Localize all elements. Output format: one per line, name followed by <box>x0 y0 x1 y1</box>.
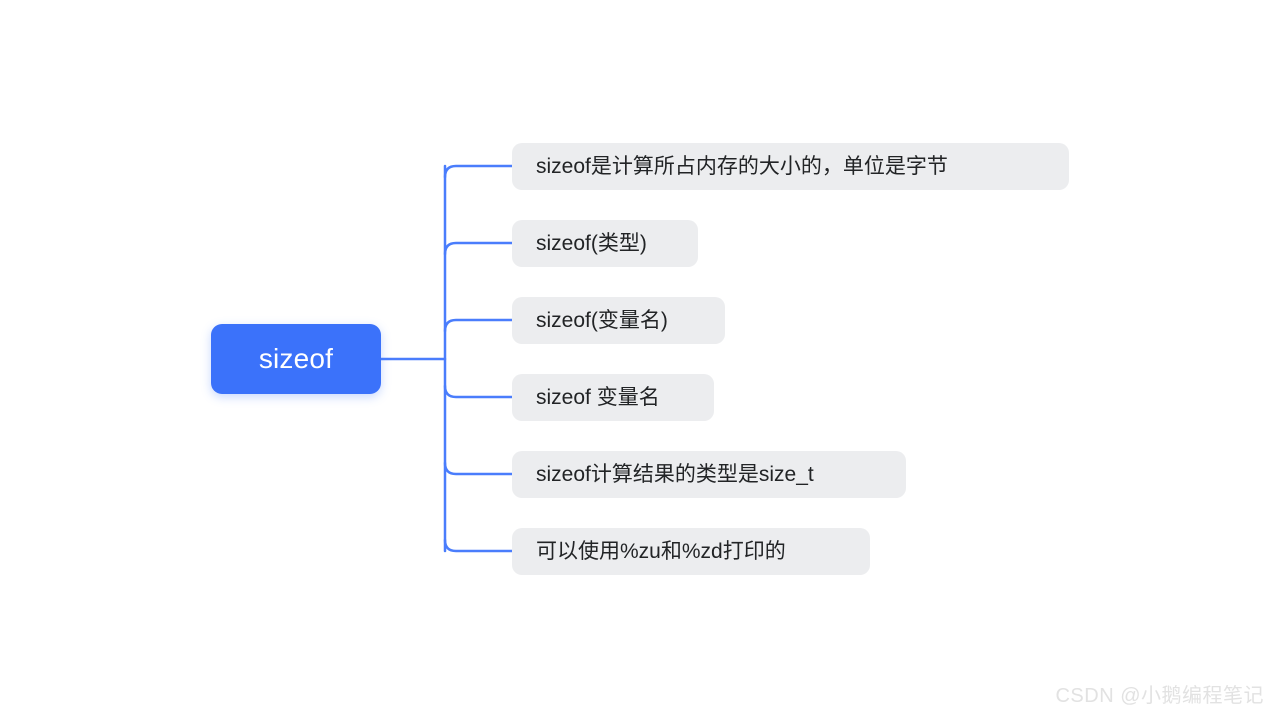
csdn-watermark: CSDN @小鹅编程笔记 <box>1055 685 1264 707</box>
branch-node-1[interactable]: sizeof是计算所占内存的大小的，单位是字节 <box>512 143 1069 190</box>
branch-node-5[interactable]: sizeof计算结果的类型是size_t <box>512 451 906 498</box>
connector-branch-6 <box>443 538 514 553</box>
root-node-sizeof[interactable]: sizeof <box>211 324 381 394</box>
branch-node-4[interactable]: sizeof 变量名 <box>512 374 714 421</box>
connector-branch-3 <box>443 318 514 333</box>
branch-node-2[interactable]: sizeof(类型) <box>512 220 698 267</box>
branch-node-6[interactable]: 可以使用%zu和%zd打印的 <box>512 528 870 575</box>
root-node-label: sizeof <box>258 343 334 374</box>
connector-branch-5 <box>443 461 514 476</box>
branch-node-label: sizeof(变量名) <box>536 309 668 332</box>
branch-node-3[interactable]: sizeof(变量名) <box>512 297 725 344</box>
branch-node-label: sizeof计算结果的类型是size_t <box>536 463 814 486</box>
branch-node-label: sizeof 变量名 <box>536 386 660 409</box>
branch-node-label: sizeof(类型) <box>536 232 647 255</box>
connector-branch-1 <box>443 164 514 179</box>
branch-node-label: sizeof是计算所占内存的大小的，单位是字节 <box>536 155 948 178</box>
connector-branch-2 <box>443 241 514 256</box>
branch-node-label: 可以使用%zu和%zd打印的 <box>536 540 786 563</box>
connector-branch-4 <box>443 384 514 399</box>
